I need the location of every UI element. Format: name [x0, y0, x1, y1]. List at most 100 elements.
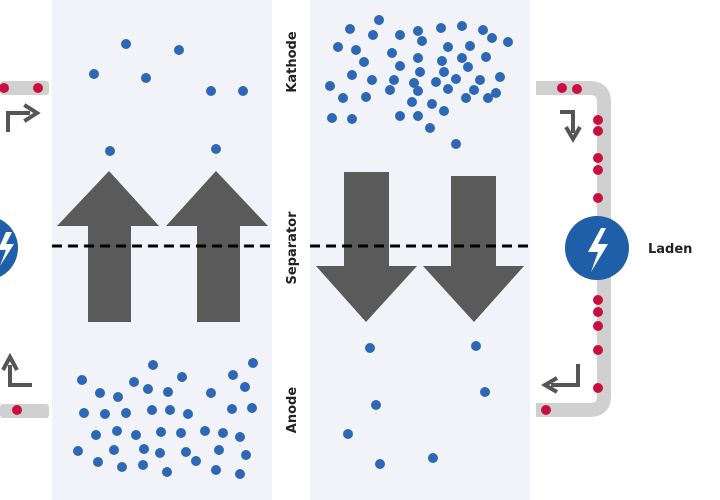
electron-dot — [0, 83, 9, 93]
lithium-ion-dot — [409, 78, 419, 88]
lithium-ion-dot — [227, 404, 237, 414]
lithium-ion-dot — [162, 467, 172, 477]
lithium-ion-dot — [156, 427, 166, 437]
electron-dot — [593, 345, 603, 355]
lithium-ion-dot — [91, 430, 101, 440]
lithium-ion-dot — [457, 21, 467, 31]
lithium-ion-dot — [121, 408, 131, 418]
lithium-ion-dot — [327, 113, 337, 123]
lightning-bolt-icon — [0, 232, 14, 266]
lithium-ion-dot — [112, 426, 122, 436]
lithium-ion-dot — [165, 405, 175, 415]
lithium-ion-dot — [343, 429, 353, 439]
lithium-ion-dot — [77, 375, 87, 385]
lithium-ion-dot — [387, 48, 397, 58]
lithium-ion-dot — [443, 42, 453, 52]
lithium-ion-dot — [206, 388, 216, 398]
lithium-ion-dot — [117, 462, 127, 472]
lithium-ion-dot — [181, 447, 191, 457]
lithium-ion-dot — [469, 85, 479, 95]
electron-dot — [593, 165, 603, 175]
lithium-ion-dot — [395, 111, 405, 121]
curved-arrow-icon — [560, 110, 582, 143]
lithium-ion-dot — [155, 448, 165, 458]
lithium-ion-dot — [139, 444, 149, 454]
electron-dot — [593, 153, 603, 163]
lithium-ion-dot — [248, 358, 258, 368]
lithium-ion-dot — [218, 428, 228, 438]
lithium-ion-dot — [79, 408, 89, 418]
lithium-ion-dot — [214, 445, 224, 455]
lithium-ion-dot — [436, 23, 446, 33]
lithium-ion-dot — [491, 88, 501, 98]
lithium-ion-dot — [443, 84, 453, 94]
lithium-ion-dot — [413, 26, 423, 36]
lithium-ion-dot — [365, 343, 375, 353]
lithium-ion-dot — [413, 53, 423, 63]
lithium-ion-dot — [174, 45, 184, 55]
curved-arrow-icon — [6, 103, 41, 132]
electron-dot — [593, 193, 603, 203]
electron-dot — [593, 295, 603, 305]
lithium-ion-dot — [471, 341, 481, 351]
lithium-ion-dot — [480, 387, 490, 397]
lithium-ion-dot — [345, 24, 355, 34]
separator-label: Separator — [285, 211, 300, 285]
electron-dot — [593, 307, 603, 317]
lithium-ion-dot — [211, 144, 221, 154]
lithium-ion-dot — [359, 57, 369, 67]
lithium-ion-dot — [439, 106, 449, 116]
lithium-ion-dot — [451, 74, 461, 84]
electron-dot — [557, 83, 567, 93]
lithium-ion-dot — [109, 445, 119, 455]
lithium-ion-dot — [206, 86, 216, 96]
lithium-ion-dot — [325, 81, 335, 91]
lithium-ion-dot — [93, 457, 103, 467]
electron-dot — [12, 405, 22, 415]
curved-arrow-icon — [1, 352, 32, 387]
lithium-ion-dot — [235, 469, 245, 479]
lithium-ion-dot — [177, 372, 187, 382]
electron-dot — [541, 405, 551, 415]
lithium-ion-dot — [361, 92, 371, 102]
lithium-ion-dot — [183, 409, 193, 419]
electron-dot — [572, 84, 582, 94]
lithium-ion-dot — [457, 53, 467, 63]
lithium-ion-dot — [478, 25, 488, 35]
lithium-ion-dot — [138, 460, 148, 470]
lithium-ion-dot — [465, 41, 475, 51]
lithium-ion-dot — [113, 392, 123, 402]
lithium-ion-dot — [247, 403, 257, 413]
lithium-ions — [73, 15, 513, 479]
lightning-bolt-icon — [588, 228, 608, 272]
lithium-ion-dot — [141, 73, 151, 83]
lithium-ion-dot — [95, 388, 105, 398]
lithium-ion-dot — [427, 99, 437, 109]
lithium-ion-dot — [367, 75, 377, 85]
lithium-ion-dot — [415, 67, 425, 77]
lithium-ion-dot — [147, 405, 157, 415]
electrons — [0, 83, 603, 415]
lithium-ion-dot — [235, 432, 245, 442]
lithium-ion-dot — [503, 37, 513, 47]
lithium-ion-dot — [347, 70, 357, 80]
lithium-ion-dot — [211, 465, 221, 475]
lithium-ion-dot — [374, 15, 384, 25]
electron-dot — [593, 383, 603, 393]
lithium-ion-dot — [347, 114, 357, 124]
lithium-ion-dot — [228, 370, 238, 380]
lithium-ion-dot — [368, 30, 378, 40]
lithium-ion-dot — [461, 93, 471, 103]
lithium-ion-dot — [176, 428, 186, 438]
lithium-ion-dot — [395, 30, 405, 40]
electron-dot — [593, 115, 603, 125]
charge-label: Laden — [648, 242, 692, 257]
lithium-ion-dot — [437, 56, 447, 66]
lithium-ion-dot — [428, 453, 438, 463]
lithium-ion-dot — [191, 456, 201, 466]
electron-dot — [593, 126, 603, 136]
lithium-ion-dot — [483, 93, 493, 103]
lithium-ion-dot — [240, 382, 250, 392]
lithium-ion-dot — [121, 39, 131, 49]
